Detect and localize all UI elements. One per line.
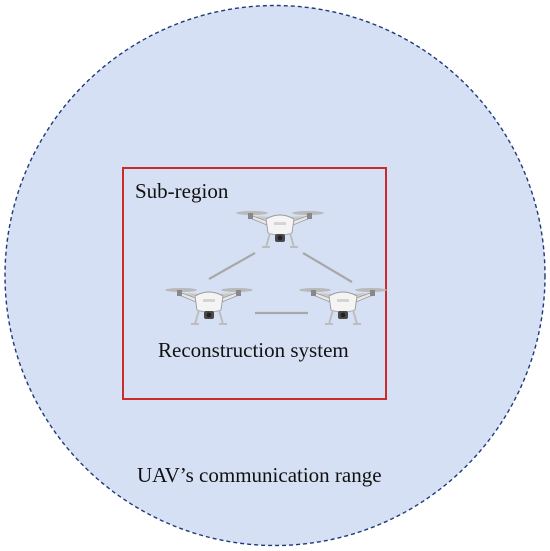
subregion-box bbox=[122, 167, 387, 400]
communication-range-label: UAV’s communication range bbox=[137, 463, 382, 487]
subregion-label: Sub-region bbox=[135, 179, 229, 203]
link-top-right bbox=[302, 252, 353, 283]
communication-range-circle bbox=[4, 4, 546, 547]
reconstruction-system-label: Reconstruction system bbox=[158, 338, 349, 362]
drone-links bbox=[208, 252, 353, 315]
link-top-left bbox=[208, 252, 256, 280]
